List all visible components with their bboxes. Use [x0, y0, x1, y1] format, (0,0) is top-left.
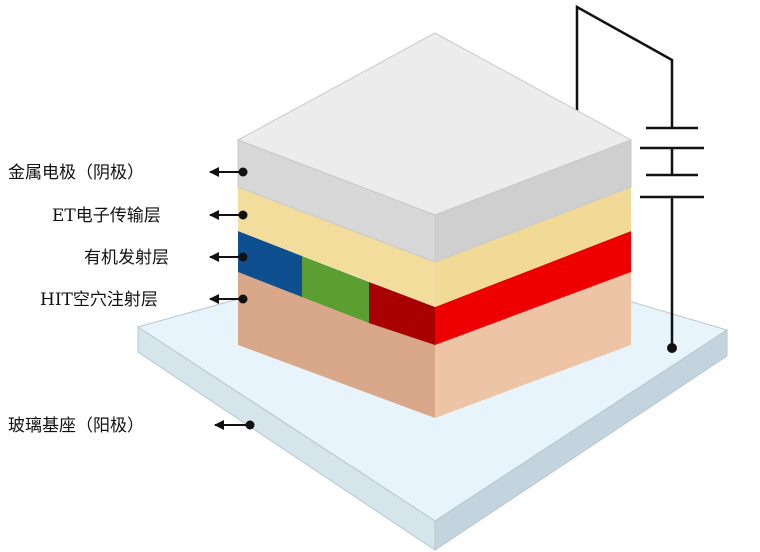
label-cathode: 金属电极（阴极） [8, 163, 248, 183]
htl-side-face [435, 272, 631, 418]
label-cathode-text: 金属电极（阴极） [8, 163, 144, 183]
emissive-darkred-segment [369, 282, 435, 345]
label-anode-text: 玻璃基座（阳极） [8, 416, 144, 436]
glass-side-face [434, 329, 728, 551]
cathode-wire [575, 4, 674, 146]
battery-symbol [640, 126, 704, 199]
label-anode: 玻璃基座（阳极） [8, 416, 255, 436]
dot-etl [238, 210, 248, 220]
label-eml: 有机发射层 [84, 248, 248, 268]
label-htl-text: HIT空穴注射层 [40, 290, 158, 310]
emissive-blue-segment [238, 231, 302, 297]
dot-htl [238, 294, 248, 304]
emissive-green-segment [302, 256, 369, 323]
label-htl: HIT空穴注射层 [40, 290, 248, 310]
cathode-side-face [434, 139, 632, 263]
label-etl-text: ET电子传输层 [52, 206, 161, 226]
dot-anode [245, 420, 255, 430]
etl-side-face [435, 187, 631, 307]
dot-cathode [238, 167, 248, 177]
htl-layer [238, 272, 631, 418]
label-etl: ET电子传输层 [52, 206, 248, 226]
emissive-red-side [435, 231, 631, 345]
emissive-layer [238, 231, 631, 345]
etl-front-face [238, 187, 435, 307]
cathode-layer [236, 32, 633, 263]
label-eml-text: 有机发射层 [84, 248, 169, 268]
dot-eml [238, 252, 248, 262]
htl-front-face [238, 272, 435, 418]
etl-layer [238, 187, 631, 307]
anode-terminal [667, 343, 677, 353]
